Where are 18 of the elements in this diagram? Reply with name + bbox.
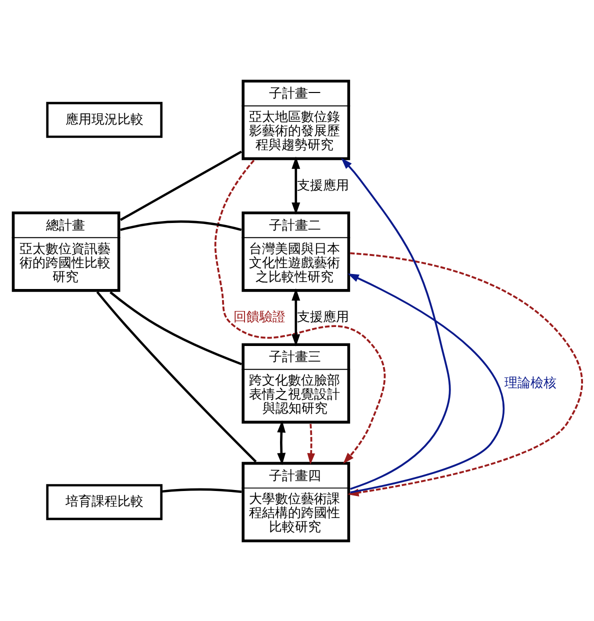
connector: [110, 290, 242, 365]
edge-label: 支援應用: [297, 178, 349, 193]
edge-label: 回饋驗證: [233, 310, 286, 324]
connector: [96, 290, 257, 462]
arrow: [292, 156, 300, 214]
connector: [120, 220, 242, 231]
connector: [120, 150, 242, 220]
arrow: [341, 158, 451, 490]
edge-label: 理論檢核: [504, 375, 556, 390]
arrow: [214, 159, 386, 464]
node-box: 培育課程比較: [46, 484, 163, 520]
arrow: [277, 420, 286, 465]
arrow: [292, 288, 300, 346]
edge-label: 支援應用: [297, 310, 349, 324]
arrow: [348, 273, 504, 493]
node-box: 應用現況比較: [46, 101, 163, 138]
connector: [161, 488, 242, 492]
arrow: [307, 423, 316, 464]
